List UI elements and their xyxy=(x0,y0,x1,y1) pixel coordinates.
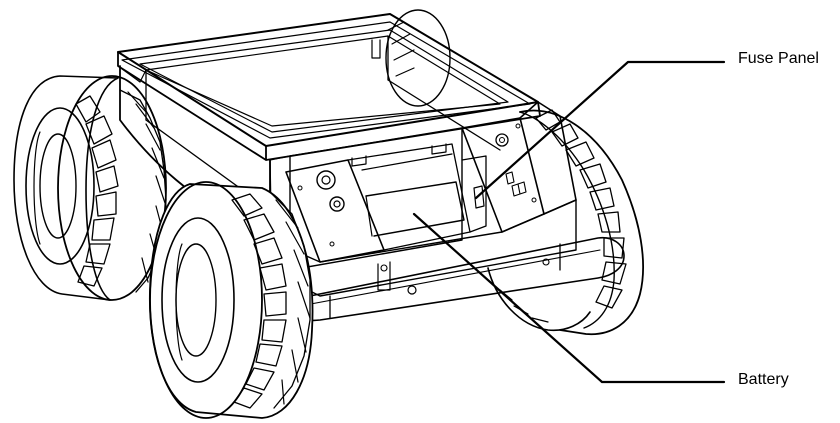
battery-leader-line xyxy=(412,212,726,384)
battery-label: Battery xyxy=(738,371,789,388)
fuse-panel-label: Fuse Panel xyxy=(738,50,819,67)
rear-left-wheel xyxy=(13,75,167,301)
front-left-wheel xyxy=(148,181,314,419)
leader-lines xyxy=(412,60,726,384)
fuse-panel-leader-line xyxy=(474,60,726,200)
rear-right-wheel xyxy=(385,9,451,107)
